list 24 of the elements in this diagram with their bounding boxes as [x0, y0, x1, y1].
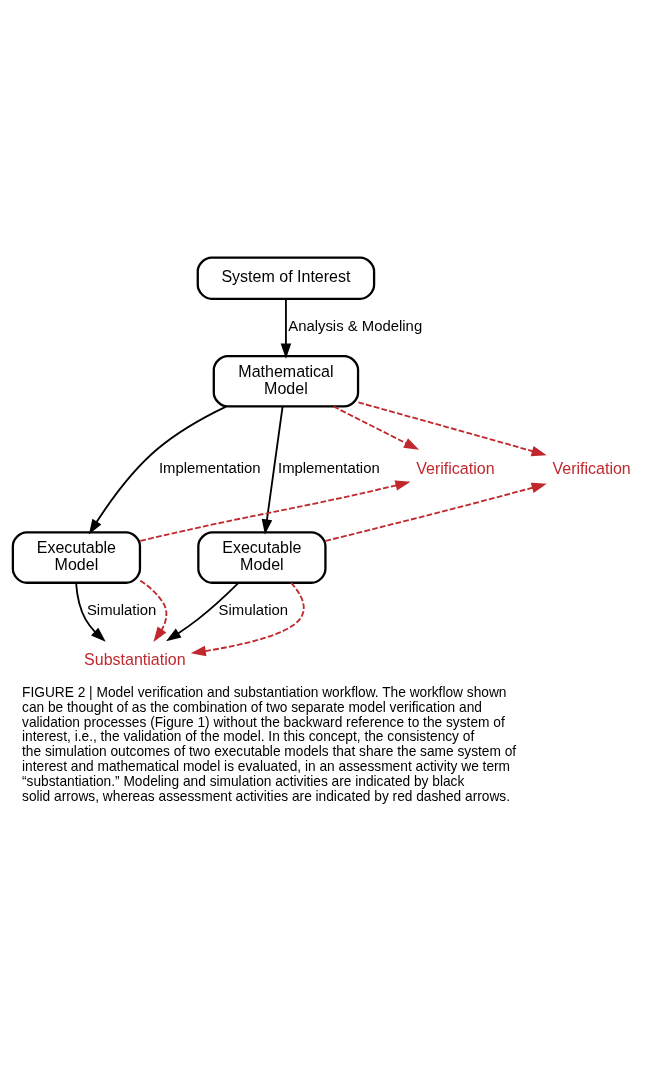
node-text: Verification — [416, 458, 495, 477]
arrow — [324, 482, 547, 542]
node-box: Executable Model — [11, 530, 142, 584]
edge-label: Implementation — [158, 459, 261, 476]
node-text: Verification — [552, 458, 631, 477]
edge-label: Simulation — [218, 601, 289, 618]
node-box: System of Interest — [196, 255, 376, 300]
node-box: Executable Model — [197, 530, 327, 584]
arrow — [357, 401, 547, 456]
edge-label: Implementation — [278, 459, 380, 476]
edge-label: Analysis & Modeling — [288, 317, 423, 334]
arrow — [190, 581, 305, 656]
caption: FIGURE 2 | Model verification and substantiation workflow. The workflow shown can be thought of as the combination of two separate model verification and validation processes (Figure 1) without the backward reference to the system of interest, i.e., the validation of the model. In this concept, the consistency of the simulation outcomes of two executable models that share the same system of interest and mathematical model is evaluated, in an assessment activity we term “substantiation.” Modeling and simulation activities are indicated by black solid arrows, whereas assessment activities are indicated by red dashed arrows. — [22, 684, 517, 804]
arrow — [139, 479, 411, 542]
arrow — [75, 581, 106, 642]
arrow — [139, 579, 168, 642]
arrow — [280, 297, 292, 359]
node-box: Mathematical Model — [212, 354, 360, 408]
node-text: Substantiation — [84, 649, 186, 668]
arrow — [88, 405, 227, 534]
arrow — [165, 581, 240, 641]
edge-label: Simulation — [86, 601, 157, 618]
arrow — [332, 405, 420, 450]
arrow — [261, 405, 284, 535]
